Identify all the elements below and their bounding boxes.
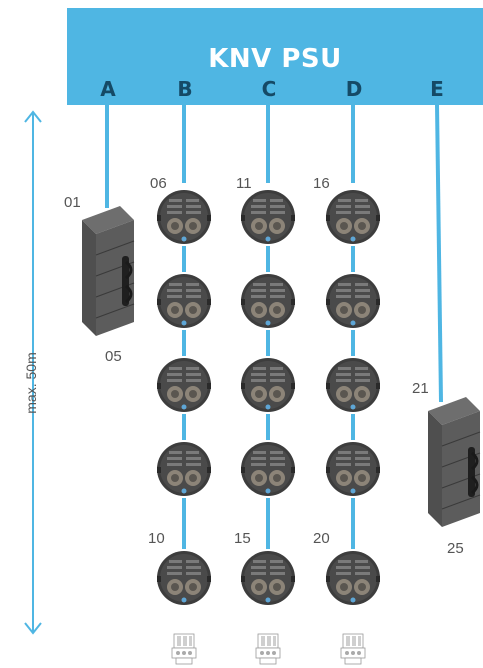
stacked-unit-e bbox=[426, 395, 482, 529]
speaker-08 bbox=[157, 358, 211, 412]
device-label-05: 05 bbox=[105, 348, 122, 365]
speaker-13 bbox=[241, 358, 295, 412]
arrow-up-head bbox=[24, 110, 42, 123]
speaker-11 bbox=[241, 190, 295, 244]
device-label-20: 20 bbox=[313, 530, 330, 547]
arrow-down-head bbox=[24, 622, 42, 635]
end-connector-b bbox=[171, 633, 197, 665]
end-connector-c bbox=[255, 633, 281, 665]
device-label-10: 10 bbox=[148, 530, 165, 547]
device-label-01: 01 bbox=[64, 194, 81, 211]
speaker-18 bbox=[326, 358, 380, 412]
device-label-21: 21 bbox=[412, 380, 429, 397]
speaker-07 bbox=[157, 274, 211, 328]
speaker-17 bbox=[326, 274, 380, 328]
channel-c-label: C bbox=[261, 77, 277, 101]
speaker-15 bbox=[241, 551, 295, 605]
device-label-25: 25 bbox=[447, 540, 464, 557]
end-connector-d bbox=[340, 633, 366, 665]
speaker-10 bbox=[157, 551, 211, 605]
psu-box: KNV PSU bbox=[67, 8, 483, 105]
cables bbox=[105, 103, 443, 549]
stacked-unit-a bbox=[80, 204, 136, 338]
psu-title: KNV PSU bbox=[208, 44, 342, 74]
device-label-16: 16 bbox=[313, 175, 330, 192]
speaker-09 bbox=[157, 442, 211, 496]
cable-e bbox=[435, 103, 443, 403]
speaker-06 bbox=[157, 190, 211, 244]
device-label-11: 11 bbox=[236, 175, 252, 192]
channel-b-label: B bbox=[177, 77, 193, 101]
speaker-19 bbox=[326, 442, 380, 496]
channel-a-label: A bbox=[100, 77, 116, 101]
speaker-14 bbox=[241, 442, 295, 496]
channel-d-label: D bbox=[345, 77, 363, 101]
speaker-16 bbox=[326, 190, 380, 244]
device-label-15: 15 bbox=[234, 530, 251, 547]
speaker-20 bbox=[326, 551, 380, 605]
distance-label: max. 50m bbox=[23, 352, 39, 414]
speaker-12 bbox=[241, 274, 295, 328]
device-label-06: 06 bbox=[150, 175, 167, 192]
channel-e-label: E bbox=[430, 77, 444, 101]
